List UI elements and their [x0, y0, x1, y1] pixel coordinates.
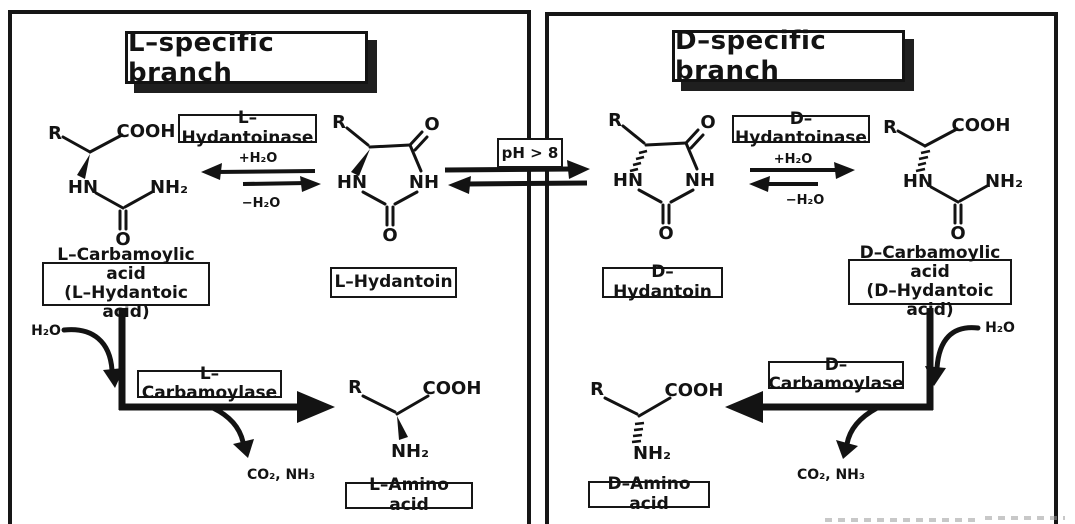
l-hydantoinase-enzyme-box: L–Hydantoinase: [178, 109, 317, 147]
atom-r: R: [48, 123, 62, 144]
atom-o: O: [658, 223, 673, 244]
atom-nh2: NH₂: [391, 441, 429, 462]
solid-wedge-bond: [397, 416, 408, 440]
atom-cooh: COOH: [665, 380, 724, 401]
atom-hn: HN: [68, 177, 98, 198]
left-panel-frame: [8, 10, 531, 524]
atom-r: R: [590, 379, 604, 400]
atom-hn: HN: [337, 172, 367, 193]
d-byproducts-label: CO₂, NH₃: [796, 467, 866, 483]
d-hydantoin-structure: R O HN NH O: [608, 110, 716, 244]
d-carbamoylic-acid-structure: R COOH HN NH₂ O: [883, 115, 1023, 244]
l-water-label: H₂O: [31, 323, 61, 339]
atom-o: O: [382, 225, 397, 246]
atom-r: R: [332, 112, 346, 133]
racemization-equilibrium-arrows: [444, 160, 590, 194]
atom-hn: HN: [903, 171, 933, 192]
l-carbamoylase-reaction-arrow: [118, 308, 335, 423]
hashed-wedge-bond: [915, 149, 931, 173]
d-hydantoin-name-box: D–Hydantoin: [602, 263, 723, 301]
l-carbamoylase-enzyme-box: L–Carbamoylase: [137, 364, 282, 403]
atom-nh2: NH₂: [985, 171, 1023, 192]
d-carbamoylic-acid-name-box: D–Carbamoylic acid (D–Hydantoic acid): [848, 243, 1012, 320]
d-byproduct-curved-arrow: [836, 405, 880, 459]
atom-r: R: [608, 110, 622, 131]
d-amino-acid-name-box: D–Amino acid: [588, 475, 710, 513]
right-branch-title: D–specific branch: [672, 26, 905, 86]
ph-condition-box: pH > 8: [497, 138, 563, 168]
atom-cooh: COOH: [423, 378, 482, 399]
atom-o: O: [950, 223, 965, 244]
d-hydantoinase-equilibrium-arrows: [749, 162, 855, 192]
compound-synonym: (D–Hydantoic acid): [866, 281, 994, 321]
atom-nh2: NH₂: [150, 177, 188, 198]
l-hydantoin-name-box: L–Hydantoin: [330, 267, 457, 298]
d-minus-water-label: −H₂O: [785, 193, 825, 208]
d-carbamoylase-reaction-arrow: [725, 308, 934, 423]
solid-wedge-bond: [351, 149, 370, 176]
compound-name: D–Carbamoylic acid: [859, 242, 1001, 282]
atom-nh: NH: [409, 172, 439, 193]
atom-nh: NH: [685, 170, 715, 191]
compound-name: L–Carbamoylic acid: [57, 244, 195, 284]
left-branch-title: L–specific branch: [125, 28, 368, 88]
l-minus-water-label: −H₂O: [241, 196, 281, 211]
l-plus-water-label: +H₂O: [238, 151, 278, 166]
scan-artifact: [985, 516, 1065, 520]
atom-cooh: COOH: [952, 115, 1011, 136]
l-byproducts-label: CO₂, NH₃: [246, 467, 316, 483]
atom-o: O: [424, 114, 439, 135]
l-carbamoylic-acid-name-box: L–Carbamoylic acid (L–Hydantoic acid): [42, 245, 210, 322]
hashed-wedge-bond: [631, 421, 645, 444]
l-carbamoylic-acid-structure: R COOH HN NH₂ O: [48, 121, 188, 250]
d-carbamoylase-enzyme-box: D–Carbamoylase: [768, 354, 904, 394]
compound-synonym: (L–Hydantoic acid): [64, 283, 188, 323]
atom-o: O: [700, 112, 715, 133]
atom-o: O: [115, 229, 130, 250]
l-hydantoin-structure: R O HN NH O: [332, 112, 440, 246]
d-hydantoinase-enzyme-box: D–Hydantoinase: [732, 109, 870, 148]
l-amino-acid-structure: R COOH NH₂: [348, 377, 482, 462]
l-amino-acid-name-box: L–Amino acid: [345, 476, 473, 514]
right-panel-frame: [545, 12, 1058, 524]
solid-wedge-bond: [77, 154, 90, 179]
atom-hn: HN: [613, 170, 643, 191]
atom-cooh: COOH: [117, 121, 176, 142]
l-water-curved-arrow: [61, 327, 124, 388]
atom-r: R: [883, 117, 897, 138]
d-water-label: H₂O: [985, 320, 1015, 336]
d-amino-acid-structure: R COOH NH₂: [590, 379, 724, 464]
l-hydantoinase-equilibrium-arrows: [201, 163, 321, 192]
d-plus-water-label: +H₂O: [773, 152, 813, 167]
hashed-wedge-bond: [629, 149, 648, 173]
atom-nh2: NH₂: [633, 443, 671, 464]
scan-artifact: [825, 518, 975, 522]
d-water-curved-arrow: [925, 325, 981, 386]
l-byproduct-curved-arrow: [210, 405, 254, 458]
atom-r: R: [348, 377, 362, 398]
